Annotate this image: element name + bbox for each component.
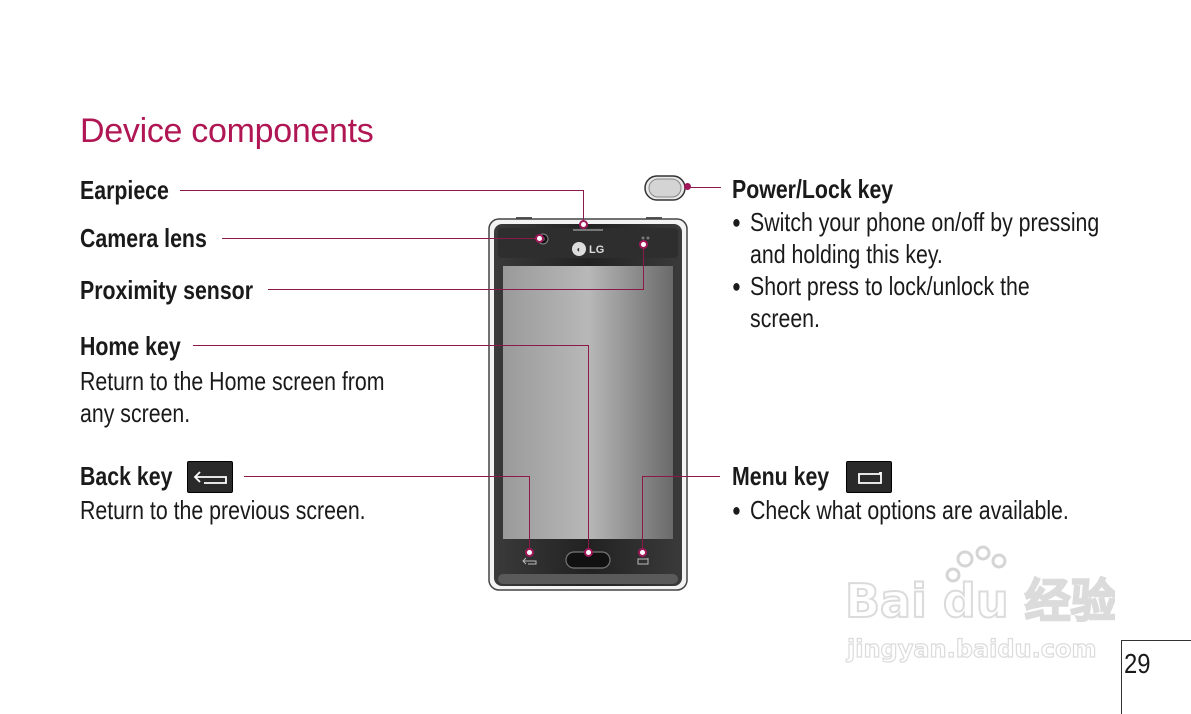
home-key-dot [584,548,593,557]
menu-key-label: Menu key [732,461,830,491]
home-key-desc-line-1: Return to the Home screen from [80,366,385,396]
svg-text:◐: ◐ [577,245,582,254]
proximity-sensor-leader-v [643,248,644,290]
camera-lens-leader [222,238,540,239]
home-key-desc-line-2: any screen. [80,398,191,428]
menu-key-dot [638,548,647,557]
back-key-leader [244,476,530,477]
watermark-logo: Bai du 经验 jingyan.baidu.com [844,545,1118,665]
back-key-leader-v [529,476,530,550]
svg-text:LG: LG [589,244,604,256]
power-lock-key-leader [689,187,721,188]
back-arrow-icon [187,461,233,493]
menu-key-leader [642,476,720,477]
list-item: Switch your phone on/off by pressingand … [732,206,1099,270]
page-number-rule [1122,640,1191,641]
home-key-leader [193,345,589,346]
power-lock-key-dot [684,183,691,190]
earpiece-label: Earpiece [80,175,169,205]
menu-key-leader-v [642,476,643,550]
svg-text:jingyan.baidu.com: jingyan.baidu.com [846,635,1096,663]
page-number-vrule [1121,640,1122,714]
home-key-label: Home key [80,331,181,361]
back-key-label: Back key [80,461,173,491]
proximity-sensor-label: Proximity sensor [80,275,254,305]
menu-key-bullets: Check what options are available. [732,494,1143,526]
page-number: 29 [1124,648,1151,679]
proximity-sensor-leader [268,289,644,290]
home-key-leader-v [588,345,589,550]
earpiece-dot [579,220,588,229]
lg-logo-icon: ◐ LG [572,242,604,256]
camera-lens-label: Camera lens [80,223,207,253]
proximity-sensor-dot [639,240,648,249]
earpiece-leader [180,190,584,191]
camera-lens-dot [535,234,544,243]
back-key-dot [525,548,534,557]
back-key-desc: Return to the previous screen. [80,495,366,525]
page-title: Device components [80,112,374,150]
list-item: Check what options are available. [732,494,1069,526]
earpiece-leader-v [583,190,584,224]
power-lock-key-bullets: Switch your phone on/off by pressingand … [732,206,1180,334]
power-button-icon [644,175,686,201]
svg-text:Bai du 经验: Bai du 经验 [845,574,1115,628]
menu-icon [846,461,892,493]
power-lock-key-label: Power/Lock key [732,174,894,204]
